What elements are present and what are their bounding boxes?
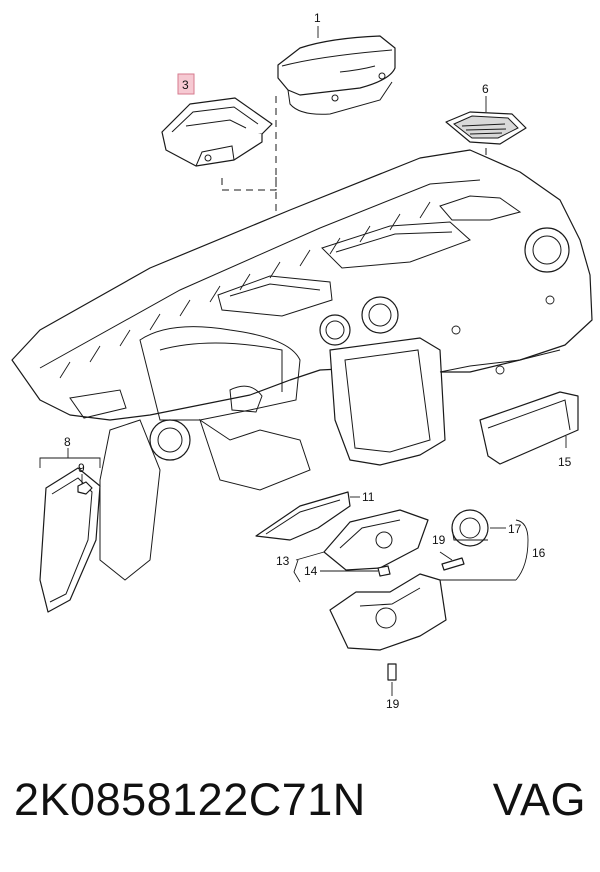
callout-11: 11	[362, 490, 375, 504]
part-11-trim	[255, 491, 351, 541]
leader-13	[295, 551, 325, 561]
callout-1: 1	[314, 11, 321, 25]
part-1-storage-lid	[277, 35, 396, 115]
part-17-ring	[451, 509, 489, 547]
callout-14: 14	[304, 564, 318, 578]
callout-17: 17	[508, 522, 522, 536]
part-15-bracket	[479, 391, 579, 465]
part-9-clip	[77, 481, 93, 495]
leader-19a	[439, 551, 453, 561]
bracket-13	[293, 559, 301, 583]
guide-line-3	[221, 172, 277, 191]
callout-19a: 19	[432, 533, 446, 547]
part-6-speaker-grille	[445, 111, 527, 145]
part-19-screw-a	[441, 557, 465, 571]
dashboard-panel	[11, 149, 593, 581]
lower-knee-panel	[329, 573, 447, 651]
part-3-storage-tray	[161, 97, 273, 167]
part-number: 2K0858122C71N	[14, 774, 366, 825]
brand-label: VAG	[492, 774, 586, 825]
callout-8: 8	[64, 435, 71, 449]
part-8-side-panel	[39, 467, 101, 613]
callout-15: 15	[558, 455, 572, 469]
callout-16: 16	[532, 546, 546, 560]
callout-13: 13	[276, 554, 290, 568]
bracket-16	[515, 519, 529, 581]
highlight-callout-3	[177, 73, 195, 95]
callout-6: 6	[482, 82, 489, 96]
part-13-upper-shroud	[323, 509, 429, 571]
part-14-clip	[377, 565, 391, 577]
callout-3: 3	[182, 78, 189, 92]
callout-9: 9	[78, 461, 85, 475]
callout-19b: 19	[386, 697, 400, 711]
bracket-8	[39, 448, 101, 468]
part-19-screw-b	[387, 663, 397, 681]
part-number-caption: 2K0858122C71N VAG	[14, 770, 586, 830]
